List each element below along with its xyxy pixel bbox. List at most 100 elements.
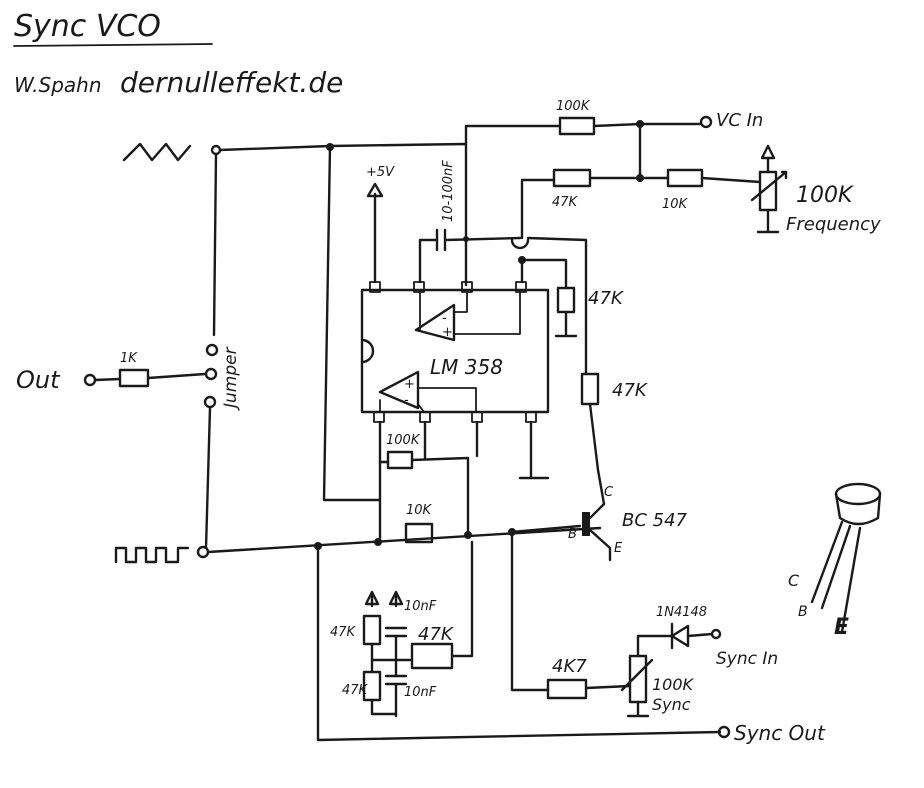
opamp-2-plus: + — [404, 377, 415, 392]
pin-b-label: B — [568, 527, 577, 542]
pkg-e-label: E — [834, 615, 849, 640]
ground-icon — [756, 208, 780, 234]
r-10k-mid-label: 10K — [406, 503, 433, 518]
website: dernulleffekt.de — [120, 66, 343, 99]
pot-freq-supply-icon — [760, 144, 776, 160]
resistor-47k-low1 — [362, 614, 382, 646]
wire — [464, 124, 562, 146]
ic-pin — [419, 411, 431, 423]
pot-wiper-arrow-icon — [750, 170, 788, 202]
wire — [146, 372, 207, 380]
supply-arrow-icon — [388, 590, 404, 606]
opamp-2-minus: - — [404, 393, 409, 408]
wire — [520, 258, 568, 290]
wire — [686, 632, 714, 638]
pin-c-label: C — [604, 485, 614, 500]
wire — [520, 178, 556, 240]
resistor-4k7 — [546, 678, 588, 700]
wire-jumper-bottom — [204, 406, 212, 550]
r-47k-low1-label: 47K — [330, 625, 357, 640]
ic-pin — [373, 411, 385, 423]
opamp-1-plus: + — [442, 325, 453, 340]
ground-icon — [554, 310, 578, 338]
capacitor-top — [435, 228, 447, 252]
ic-notch — [360, 338, 375, 364]
r-1k-label: 1K — [120, 351, 138, 366]
wire-sync-out — [316, 544, 722, 742]
wire — [93, 377, 122, 382]
r-100k-fb-label: 100K — [386, 433, 421, 448]
wire — [453, 291, 521, 335]
junction — [463, 236, 469, 242]
resistor-47k-low3 — [410, 642, 454, 670]
supply-arrow-icon — [366, 182, 384, 198]
cap-low1-label: 10nF — [404, 599, 437, 614]
wire — [370, 698, 398, 716]
sync-in-terminal[interactable] — [710, 628, 722, 640]
resistor-10k-top — [666, 168, 704, 188]
supply-label: +5V — [366, 165, 395, 180]
r-47k-right1-label: 47K — [588, 288, 624, 309]
junction — [636, 174, 644, 182]
jumper-pin-3[interactable] — [203, 395, 217, 409]
opamp-2 — [378, 370, 420, 410]
title: Sync VCO — [14, 9, 161, 44]
r-47k-top-label: 47K — [552, 195, 579, 210]
wire — [417, 403, 425, 413]
square-wave-icon — [114, 546, 190, 564]
author: W.Spahn — [14, 73, 102, 97]
r-10k-top-label: 10K — [662, 197, 689, 212]
resistor-47k-right1 — [556, 286, 576, 314]
triangle-wave-icon — [122, 142, 192, 162]
package-legs — [810, 520, 862, 634]
wire — [526, 236, 588, 376]
jumper-pin-2[interactable] — [204, 367, 218, 381]
sync-in-label: Sync In — [716, 649, 778, 669]
out-terminal[interactable] — [83, 373, 97, 387]
cap-low2-label: 10nF — [404, 685, 437, 700]
wire-jumper-top — [212, 152, 218, 337]
ic-pin — [525, 411, 537, 423]
supply-arrow-icon — [364, 590, 380, 606]
title-underline — [13, 43, 213, 47]
wire — [636, 634, 674, 658]
r-47k-right2-label: 47K — [612, 380, 648, 401]
resistor-10k-mid — [404, 522, 434, 544]
opamp-1-minus: - — [442, 311, 447, 326]
junction — [518, 256, 526, 264]
wire — [584, 684, 632, 690]
wire — [700, 176, 762, 184]
wire — [453, 291, 468, 313]
pkg-c-label: C — [788, 571, 800, 590]
jumper-pin-1[interactable] — [205, 343, 219, 357]
r-vc-label: 100K — [556, 99, 591, 114]
wire — [450, 540, 474, 658]
pkg-b-label: B — [798, 604, 808, 620]
jumper-label: Jumper — [221, 346, 241, 411]
wire-square — [206, 526, 602, 554]
vc-in-label: VC In — [716, 110, 763, 131]
r-47k-low3-label: 47K — [418, 624, 454, 645]
transistor-bc547 — [582, 512, 590, 536]
transistor-package-icon — [834, 492, 882, 526]
out-label: Out — [16, 366, 61, 394]
vc-in-terminal[interactable] — [699, 115, 713, 129]
sync-out-label: Sync Out — [734, 721, 826, 745]
pot-freq-name: Frequency — [786, 214, 881, 235]
resistor-100k-vc — [558, 116, 596, 136]
package-top — [834, 482, 882, 506]
resistor-47k-right2 — [580, 372, 600, 406]
ic-label: LM 358 — [430, 355, 503, 379]
pot-sync-wiper-icon — [620, 658, 654, 692]
diode-1n4148 — [670, 624, 690, 648]
r-4k7-label: 4K7 — [552, 656, 587, 677]
sync-out-terminal[interactable] — [717, 725, 731, 739]
transistor-leads — [588, 502, 612, 562]
wire — [410, 456, 470, 537]
opamp-1 — [414, 303, 456, 342]
resistor-47k-top — [552, 168, 592, 188]
wire — [417, 387, 477, 413]
r-47k-low2-label: 47K — [342, 683, 369, 698]
wire — [592, 122, 702, 128]
